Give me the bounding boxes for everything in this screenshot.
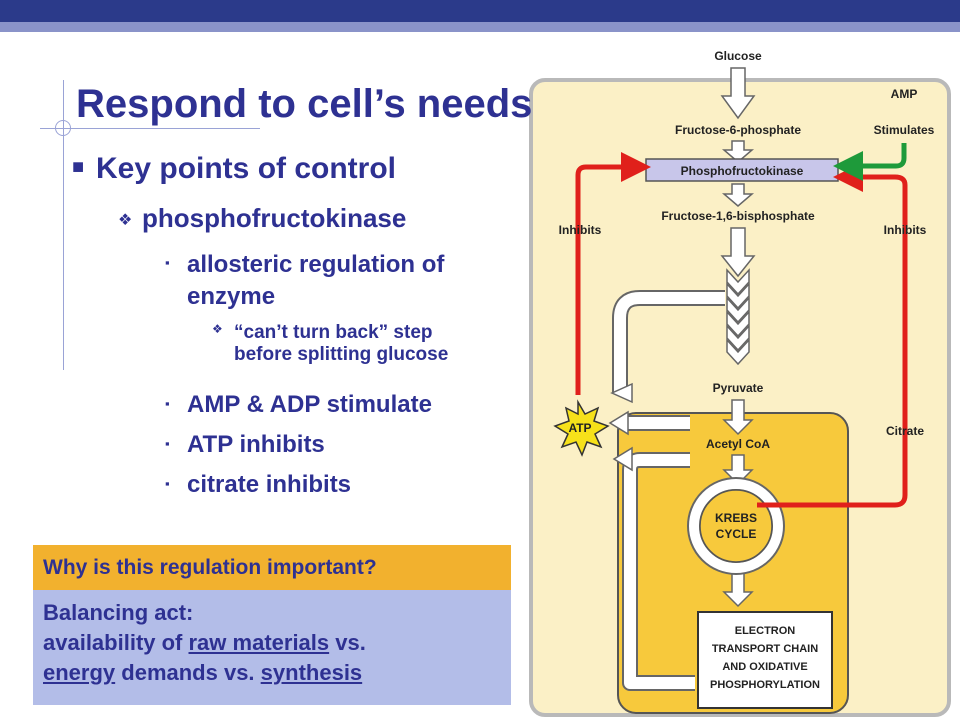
bullet-square-icon: ■ (72, 156, 85, 178)
bullet-level1: Key points of control (96, 152, 396, 185)
bullet-square-small-icon: ▪ (165, 396, 170, 411)
label-citrate: Citrate (886, 424, 924, 438)
bullet-level2: phosphofructokinase (142, 203, 407, 233)
bullet-level3-atp: ATP inhibits (187, 431, 325, 458)
label-amp: AMP (891, 87, 918, 101)
crosshair-horizontal-line (40, 128, 260, 129)
arrow-f6p-down (721, 140, 755, 163)
bullet-diamond-icon: ❖ (118, 212, 133, 229)
chevron-1 (726, 268, 750, 296)
label-atp: ATP (568, 421, 591, 435)
inhibit-arrow-right (757, 162, 908, 508)
bullet-level3-citrate: citrate inhibits (187, 471, 352, 498)
label-f6p: Fructose-6-phosphate (675, 123, 801, 137)
answer-line1: Balancing act: (43, 600, 194, 625)
arrow-krebs-down (722, 571, 754, 608)
chevron-3 (726, 296, 750, 324)
inhibit-arrow-left (575, 152, 651, 395)
label-krebs-1: KREBS (715, 511, 757, 525)
answer-line3: energy demands vs. synthesis (43, 660, 363, 685)
label-etc-1: ELECTRON (735, 625, 796, 637)
label-inhibits-right: Inhibits (884, 223, 927, 237)
bullet-square-small-icon: ▪ (165, 436, 170, 451)
bullet-level3-allosteric-line1: allosteric regulation of (187, 251, 445, 278)
crosshair-circle (55, 120, 71, 136)
label-etc-4: PHOSPHORYLATION (710, 679, 820, 691)
atp-star-icon (553, 399, 610, 457)
label-glucose: Glucose (714, 49, 762, 63)
chevron-5 (726, 324, 750, 352)
bullet-level4-line1: “can’t turn back” step (234, 322, 433, 343)
label-inhibits-left: Inhibits (559, 223, 602, 237)
answer-box: Balancing act: availability of raw mater… (33, 590, 511, 705)
bullet-diamond-small-icon: ❖ (212, 322, 223, 336)
stimulate-arrow (833, 143, 907, 181)
chevron-4 (726, 310, 750, 338)
label-stimulates: Stimulates (874, 123, 935, 137)
label-f16bp: Fructose-1,6-bisphosphate (661, 209, 815, 223)
arrow-f16bp-down (720, 227, 756, 278)
arrow-pfk-down (721, 183, 755, 207)
bullet-level3-allosteric-line2: enzyme (187, 283, 276, 310)
label-pyruvate: Pyruvate (713, 381, 764, 395)
etc-box (697, 611, 833, 709)
question-box: Why is this regulation important? (33, 545, 511, 590)
top-bar-accent (0, 22, 960, 32)
top-bar (0, 0, 960, 22)
bullet-square-small-icon: ▪ (165, 255, 170, 270)
chevron-2 (726, 282, 750, 310)
crosshair-vertical-line (63, 80, 64, 370)
chevron-6 (726, 338, 750, 366)
label-etc-2: TRANSPORT CHAIN (712, 643, 818, 655)
bullet-level4-line2: before splitting glucose (234, 344, 449, 365)
slide-title: Respond to cell’s needs (76, 82, 533, 126)
arrow-glucose-down (720, 67, 756, 120)
label-krebs-2: CYCLE (716, 527, 757, 541)
label-acetyl-coa: Acetyl CoA (706, 437, 770, 451)
arrow-acetylcoa-down (722, 454, 754, 486)
bullet-square-small-icon: ▪ (165, 476, 170, 491)
label-etc-3: AND OXIDATIVE (722, 661, 807, 673)
answer-line2: availability of raw materials vs. (43, 630, 366, 655)
arrow-pyruvate-down (722, 399, 754, 436)
label-pfk: Phosphofructokinase (681, 164, 804, 178)
bullet-level3-amp: AMP & ADP stimulate (187, 391, 432, 418)
